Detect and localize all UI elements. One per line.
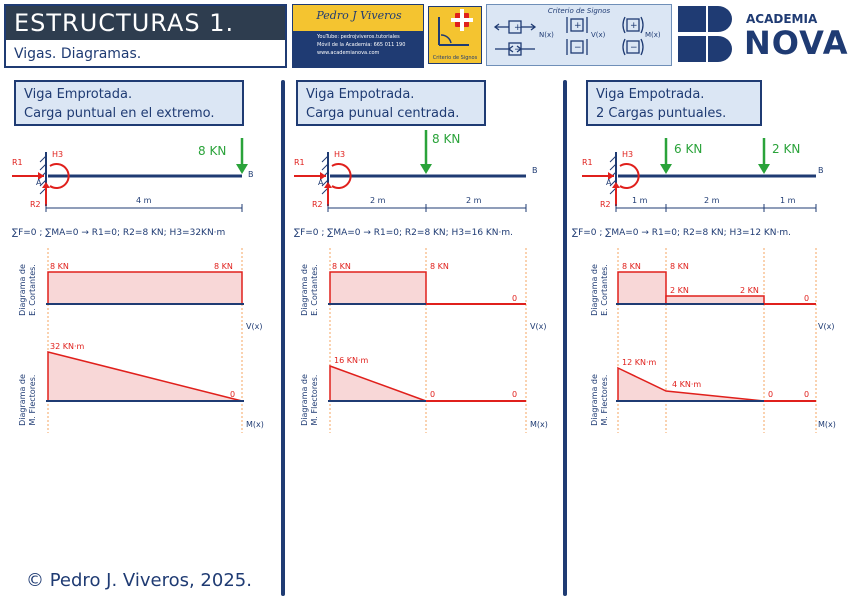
sign-criteria-panel: Criterio de Signos + − + − + − N(x) V(x)… [486, 4, 672, 66]
point-b-label: B [248, 170, 254, 179]
point-b-label: B [532, 166, 538, 175]
page-subtitle: Vigas. Diagramas. [14, 46, 142, 62]
moment-h3-label: H3 [334, 150, 346, 159]
shear-value-label: 2 KN [670, 286, 689, 295]
panel-1-title: Viga Emprotada. Carga puntual en el extr… [14, 80, 244, 126]
svg-text:+: + [630, 21, 638, 31]
reaction-r1-label: R1 [12, 158, 23, 167]
equilibrium-equation: ∑F=0 ; ∑MA=0 → R1=0; R2=8 KN; H3=16 KN·m… [294, 228, 514, 238]
sign-convention-icons: + − + − + − [493, 16, 644, 56]
moment-value-label: 0 [430, 390, 436, 399]
v-axis-label: V(x) [246, 322, 263, 331]
panel-3-title: Viga Empotrada. 2 Cargas puntuales. [586, 80, 762, 126]
moment-value-label: 4 KN·m [672, 380, 702, 389]
panel-3-beam-diagram [582, 138, 817, 212]
shear-value-label: 2 KN [740, 286, 759, 295]
panel-1-title-line1: Viga Emprotada. [24, 87, 133, 102]
shear-value-label: 8 KN [430, 262, 449, 271]
moment-h3-label: H3 [52, 150, 64, 159]
reaction-r2-label: R2 [600, 200, 611, 209]
load-label: 2 KN [772, 142, 801, 156]
header-title-box: ESTRUCTURAS 1. Vigas. Diagramas. [4, 4, 287, 68]
panel-3-title-line2: 2 Cargas puntuales. [596, 106, 727, 121]
equilibrium-equation: ∑F=0 ; ∑MA=0 → R1=0; R2=8 KN; H3=12 KN·m… [572, 228, 792, 238]
brand-info: YouTube: pedrojviveros.tutoriales Móvil … [293, 31, 423, 67]
equilibrium-equation: ∑F=0 ; ∑MA=0 → R1=0; R2=8 KN; H3=32KN·m [12, 228, 226, 238]
svg-text:−: − [514, 45, 522, 55]
span-label: 2 m [704, 196, 720, 205]
shear-value-label: 0 [804, 294, 810, 303]
academy-big-text: NOVA [744, 24, 848, 62]
moment-value-label: 0 [512, 390, 518, 399]
svg-text:+: + [514, 23, 522, 33]
moment-value-label: 0 [768, 390, 774, 399]
reaction-r1-label: R1 [294, 158, 305, 167]
reaction-r1-label: R1 [582, 158, 593, 167]
load-label: 6 KN [674, 142, 703, 156]
panel-3-diagrams [616, 248, 817, 433]
panel-divider [281, 80, 285, 596]
copyright-footer: © Pedro J. Viveros, 2025. [26, 570, 252, 591]
sign-box-label: Criterio de Signos [432, 55, 478, 61]
load-label: 8 KN [198, 144, 227, 158]
shear-value-label: 8 KN [622, 262, 641, 271]
brand-card: Pedro J Viveros YouTube: pedrojviveros.t… [292, 4, 424, 68]
moment-value-label: 0 [804, 390, 810, 399]
point-a-label: A [36, 178, 42, 187]
span-label: 2 m [466, 196, 482, 205]
brand-line: www.academianova.com [317, 50, 380, 56]
point-a-label: A [606, 178, 612, 187]
reaction-r2-label: R2 [30, 200, 41, 209]
panel-divider [563, 80, 567, 596]
m-axis-label: M(x) [818, 420, 836, 429]
page-title: ESTRUCTURAS 1. [6, 6, 285, 40]
criterio-v-label: V(x) [591, 31, 606, 39]
point-a-label: A [318, 178, 324, 187]
span-label: 2 m [370, 196, 386, 205]
svg-text:−: − [630, 43, 638, 53]
moment-h3-label: H3 [622, 150, 634, 159]
panel-2-diagrams [328, 248, 527, 433]
m-axis-label: M(x) [530, 420, 548, 429]
v-axis-label: V(x) [530, 322, 547, 331]
criterio-m-label: M(x) [645, 31, 661, 39]
svg-text:−: − [574, 43, 582, 53]
moment-value-label: 12 KN·m [622, 358, 657, 367]
panel-1-title-line2: Carga puntual en el extremo. [24, 106, 215, 121]
academy-small-text: ACADEMIA [746, 12, 818, 26]
panel-2-title-line2: Carga punual centrada. [306, 106, 460, 121]
moment-value-label: 16 KN·m [334, 356, 369, 365]
moment-value-label: 0 [230, 390, 236, 399]
panel-1-beam-diagram [12, 138, 248, 212]
m-axis-label: M(x) [246, 420, 264, 429]
shear-value-label: 8 KN [50, 262, 69, 271]
panel-2-title-line1: Viga Empotrada. [306, 87, 415, 102]
panel-2-beam-diagram [294, 130, 527, 212]
span-label: 1 m [780, 196, 796, 205]
sign-criteria-icon-box: Criterio de Signos [428, 6, 482, 64]
load-label: 8 KN [432, 132, 461, 146]
shear-value-label: 8 KN [332, 262, 351, 271]
shear-value-label: 8 KN [214, 262, 233, 271]
brand-signature: Pedro J Viveros [316, 9, 402, 22]
criterio-title: Criterio de Signos [547, 7, 611, 15]
span-label: 1 m [632, 196, 648, 205]
panel-1-diagrams [46, 248, 244, 433]
axes-icon [438, 9, 473, 46]
span-label: 4 m [136, 196, 152, 205]
brand-line: YouTube: pedrojviveros.tutoriales [317, 34, 400, 40]
svg-text:+: + [574, 21, 582, 31]
reaction-r2-label: R2 [312, 200, 323, 209]
shear-value-label: 0 [512, 294, 518, 303]
panel-2-title: Viga Empotrada. Carga punual centrada. [296, 80, 486, 126]
shear-value-label: 8 KN [670, 262, 689, 271]
moment-value-label: 32 KN·m [50, 342, 85, 351]
point-b-label: B [818, 166, 824, 175]
brand-line: Móvil de la Academia: 665 011 190 [317, 42, 406, 48]
academia-nova-logo-icon [678, 6, 732, 62]
v-axis-label: V(x) [818, 322, 835, 331]
panel-3-title-line1: Viga Empotrada. [596, 87, 705, 102]
criterio-n-label: N(x) [539, 31, 554, 39]
